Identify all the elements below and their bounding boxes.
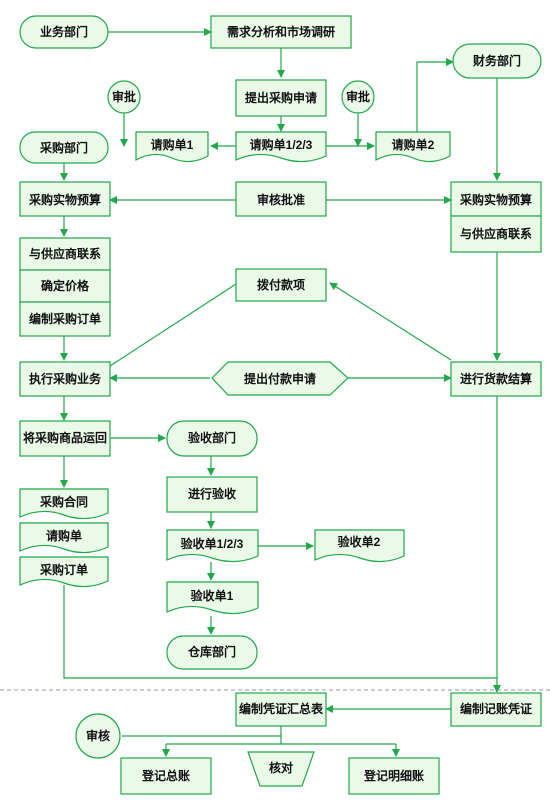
node-finance-dept: 财务部门 — [452, 43, 542, 79]
edge-docs-to-voucher — [63, 585, 501, 693]
svg-text:审核: 审核 — [86, 728, 110, 743]
svg-text:请购单1: 请购单1 — [151, 137, 194, 152]
node-req-form2: 请购单2 — [375, 131, 451, 163]
node-biz-dept: 业务部门 — [19, 15, 109, 49]
node-audit: 审核 — [75, 713, 121, 759]
node-settlement: 进行货款结算 — [450, 361, 542, 397]
svg-text:确定价格: 确定价格 — [41, 278, 90, 293]
svg-text:登记明细账: 登记明细账 — [363, 768, 424, 783]
edge-settle-to-disburse — [329, 282, 452, 361]
node-approve2: 审批 — [341, 80, 375, 114]
svg-text:采购订单: 采购订单 — [39, 562, 88, 577]
node-purchase-request: 提出采购申请 — [235, 79, 327, 117]
node-supplier-contact-left: 与供应商联系 — [19, 237, 111, 271]
svg-text:将采购商品运回: 将采购商品运回 — [23, 430, 107, 445]
node-make-voucher: 编制记账凭证 — [450, 692, 542, 727]
svg-text:业务部门: 业务部门 — [40, 24, 88, 39]
svg-text:审批: 审批 — [346, 89, 370, 104]
node-do-receive: 进行验收 — [166, 476, 258, 513]
svg-text:财务部门: 财务部门 — [472, 53, 521, 68]
svg-text:验收单2: 验收单2 — [338, 534, 381, 549]
node-recv-form1: 验收单1 — [166, 581, 259, 615]
svg-text:采购实物预算: 采购实物预算 — [28, 192, 101, 207]
node-purchase-budget-left: 采购实物预算 — [19, 181, 111, 217]
svg-text:验收单1/2/3: 验收单1/2/3 — [181, 536, 244, 551]
svg-text:提出采购申请: 提出采购申请 — [245, 90, 317, 105]
node-recv-form123: 验收单1/2/3 — [166, 529, 259, 563]
node-execute-purchase: 执行采购业务 — [19, 361, 111, 397]
svg-text:登记总账: 登记总账 — [141, 768, 190, 783]
svg-text:提出付款申请: 提出付款申请 — [244, 371, 316, 386]
svg-text:请购单1/2/3: 请购单1/2/3 — [250, 137, 313, 152]
svg-text:请购单: 请购单 — [46, 528, 82, 543]
node-disburse: 拨付款项 — [235, 268, 327, 302]
svg-text:执行采购业务: 执行采购业务 — [29, 371, 102, 386]
svg-text:编制记账凭证: 编制记账凭证 — [459, 701, 532, 716]
node-purchase-dept: 采购部门 — [19, 131, 109, 164]
edge-disburse-to-execute — [109, 283, 237, 367]
node-general-ledger: 登记总账 — [120, 757, 212, 795]
svg-text:验收部门: 验收部门 — [188, 430, 236, 445]
svg-text:需求分析和市场调研: 需求分析和市场调研 — [227, 24, 335, 39]
connectors — [60, 28, 501, 757]
svg-text:进行验收: 进行验收 — [188, 486, 236, 501]
node-warehouse: 仓库部门 — [166, 635, 258, 670]
node-receiving-dept: 验收部门 — [166, 420, 258, 457]
node-confirm-price: 确定价格 — [19, 269, 111, 303]
node-payment-request: 提出付款申请 — [211, 361, 349, 396]
node-req-form1: 请购单1 — [135, 131, 209, 163]
svg-text:审核批准: 审核批准 — [257, 192, 305, 207]
svg-text:编制采购订单: 编制采购订单 — [28, 311, 101, 326]
node-purchase-budget-right: 采购实物预算 — [450, 181, 542, 217]
svg-text:请购单2: 请购单2 — [392, 137, 435, 152]
svg-text:拨付款项: 拨付款项 — [257, 277, 305, 292]
node-voucher-summary: 编制凭证汇总表 — [235, 692, 327, 727]
node-review-approve: 审核批准 — [235, 181, 327, 217]
node-order-doc: 采购订单 — [19, 556, 109, 588]
node-req-form123: 请购单1/2/3 — [235, 131, 327, 163]
svg-text:采购合同: 采购合同 — [39, 494, 88, 509]
node-make-order: 编制采购订单 — [19, 301, 111, 337]
svg-text:核对: 核对 — [269, 760, 293, 775]
svg-text:采购实物预算: 采购实物预算 — [459, 192, 532, 207]
svg-text:与供应商联系: 与供应商联系 — [460, 226, 532, 241]
node-req-form-doc: 请购单 — [19, 522, 109, 554]
node-approve1: 审批 — [107, 80, 141, 114]
svg-text:验收单1: 验收单1 — [191, 588, 234, 603]
node-contract: 采购合同 — [19, 488, 109, 520]
svg-text:采购部门: 采购部门 — [39, 140, 88, 155]
svg-text:与供应商联系: 与供应商联系 — [29, 246, 101, 261]
svg-text:进行货款结算: 进行货款结算 — [460, 371, 532, 386]
svg-text:仓库部门: 仓库部门 — [187, 644, 236, 659]
node-supplier-contact-right: 与供应商联系 — [450, 215, 542, 253]
svg-text:编制凭证汇总表: 编制凭证汇总表 — [238, 701, 324, 716]
node-demand-analysis: 需求分析和市场调研 — [210, 15, 352, 49]
edge-form2-to-finance — [416, 58, 454, 132]
svg-text:审批: 审批 — [112, 89, 136, 104]
node-ship-goods: 将采购商品运回 — [19, 420, 111, 457]
node-detail-ledger: 登记明细账 — [348, 757, 440, 795]
node-check: 核对 — [247, 751, 315, 787]
node-recv-form2: 验收单2 — [314, 529, 405, 563]
